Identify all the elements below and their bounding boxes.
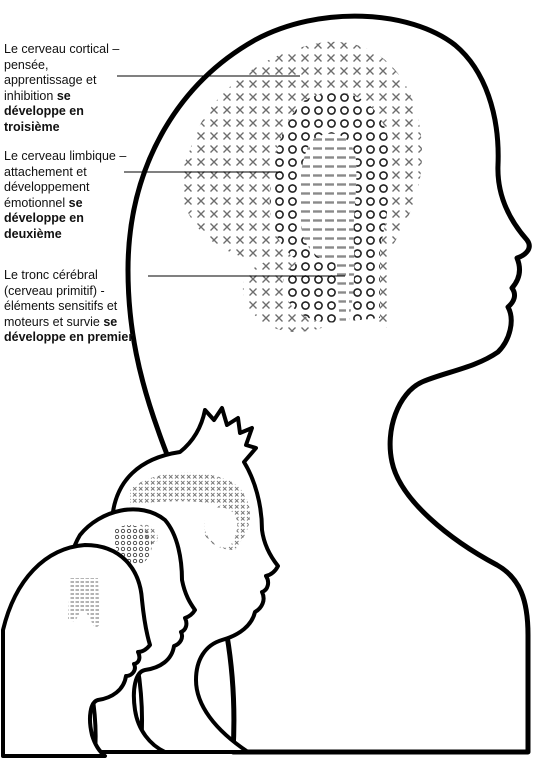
child-cortex-region <box>140 524 158 544</box>
label-brainstem: Le tronc cérébral (cerveau primitif) - é… <box>4 268 149 346</box>
label-limbic-text: Le cerveau limbique – attachement et dév… <box>4 149 127 210</box>
label-brainstem-text: Le tronc cérébral (cerveau primitif) - é… <box>4 268 118 329</box>
label-limbic: Le cerveau limbique – attachement et dév… <box>4 149 139 242</box>
baby-head-silhouette <box>1 543 152 758</box>
child-limbic-region <box>115 525 152 565</box>
label-cortex: Le cerveau cortical – pensée, apprentiss… <box>4 42 129 135</box>
label-brainstem-emphasis: se développe en premier <box>4 314 134 345</box>
label-cortex-text: Le cerveau cortical – pensée, apprentiss… <box>4 42 120 103</box>
label-limbic-emphasis: se développe en deuxième <box>4 195 84 241</box>
baby-head-outline <box>1 543 152 758</box>
baby-brainstem-region <box>68 578 100 628</box>
teen-limbic-region <box>205 507 238 548</box>
label-cortex-emphasis: se développe en troisième <box>4 88 84 134</box>
